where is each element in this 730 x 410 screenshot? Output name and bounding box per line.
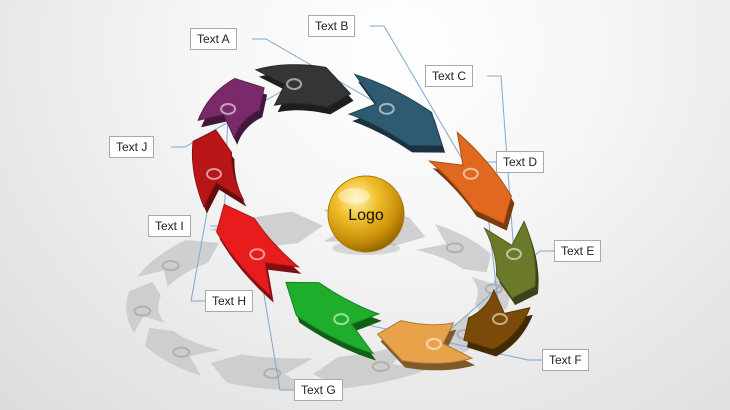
segment-ring-mark [491,313,508,326]
segment-ring-mark [220,102,237,115]
segment-ring-mark [425,337,442,350]
label-text-a: Text A [190,28,237,50]
connector-line-e [433,250,554,345]
label-text-b: Text B [308,15,356,37]
segment-top [463,288,531,351]
ring-segment-i [197,77,268,145]
segment-top [376,320,474,364]
ring-segment-d [463,288,533,357]
segment-ring-mark [378,102,395,115]
segment-top [483,220,537,299]
segment-top [191,129,245,208]
segment-ring-mark [286,78,303,91]
shadow-segment [137,240,219,287]
segment-ring-mark [206,167,223,180]
ring-segment-c [483,220,539,305]
ring-segment-e [376,320,476,371]
segment-ring-mark [505,248,522,261]
segment-ring-mark [249,248,266,261]
label-text-c: Text C [425,65,474,87]
shadow-segment [126,281,165,333]
ring-segment-h [191,129,247,214]
label-text-g: Text G [294,379,343,401]
shadow-segment [145,327,220,376]
ring-segments [191,64,539,371]
connector-line-h [190,173,215,302]
logo-sphere: Logo [327,175,405,255]
connector-line-b [370,25,472,175]
ring-segment-a [347,73,446,153]
ring-segment-f [285,281,382,361]
connector-line-a [252,38,388,110]
label-text-i: Text I [148,215,191,237]
segment-top [254,64,352,108]
segment-top [285,281,381,355]
label-text-f: Text F [542,349,589,371]
label-text-j: Text J [109,136,155,158]
connector-line-g [256,254,294,391]
ring-segment-j [254,64,354,115]
segment-ring-mark [333,313,350,326]
label-text-d: Text D [496,151,545,173]
label-text-e: Text E [554,240,602,262]
ring-segment-b [427,131,515,231]
shadow-segment [416,224,491,273]
ring-segment-g [216,203,302,303]
segment-top [197,77,265,140]
label-text-h: Text H [205,290,254,312]
segment-top [347,73,443,147]
segment-ring-mark [462,167,479,180]
logo-text: Logo [348,207,384,224]
shadow-segment [210,354,313,391]
